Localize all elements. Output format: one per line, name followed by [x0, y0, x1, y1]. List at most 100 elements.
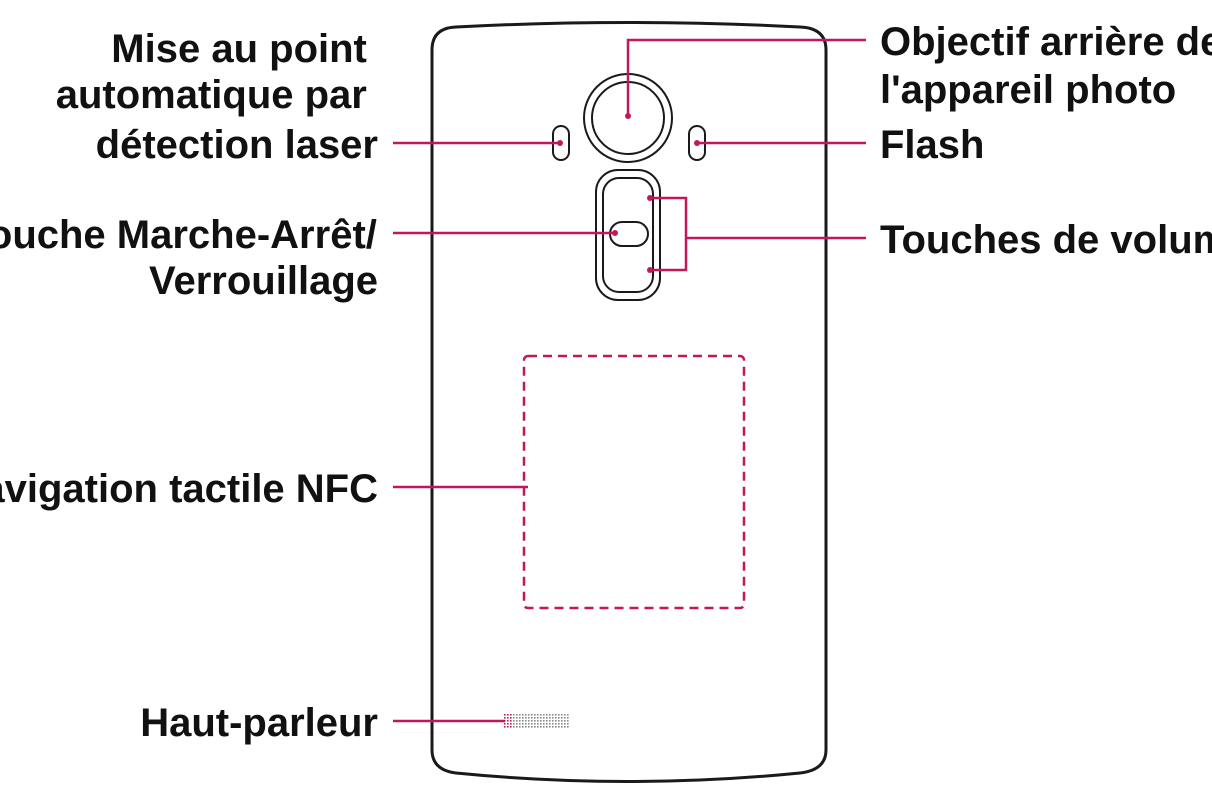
label-power-lock: Touche Marche-Arrêt/ Verrouillage — [0, 213, 388, 303]
speaker-hole — [528, 720, 530, 722]
speaker-hole — [555, 723, 557, 725]
speaker-hole — [507, 726, 509, 728]
speaker-hole — [504, 723, 506, 725]
speaker-hole — [507, 717, 509, 719]
label-laser-af: Mise au point automatique par détection … — [56, 27, 378, 167]
speaker-hole — [558, 714, 560, 716]
speaker-hole — [510, 717, 512, 719]
label-flash: Flash — [880, 123, 984, 167]
speaker-hole — [546, 723, 548, 725]
speaker-grille — [504, 714, 569, 728]
speaker-hole — [534, 717, 536, 719]
speaker-hole — [561, 717, 563, 719]
speaker-hole — [519, 726, 521, 728]
speaker-hole — [513, 714, 515, 716]
speaker-hole — [531, 726, 533, 728]
label-volume: Touches de volume — [880, 218, 1212, 262]
speaker-hole — [534, 726, 536, 728]
speaker-hole — [549, 720, 551, 722]
speaker-hole — [519, 717, 521, 719]
speaker-hole — [549, 726, 551, 728]
speaker-hole — [555, 720, 557, 722]
speaker-hole — [537, 714, 539, 716]
speaker-hole — [546, 720, 548, 722]
speaker-hole — [513, 720, 515, 722]
speaker-hole — [567, 723, 569, 725]
speaker-hole — [534, 720, 536, 722]
speaker-hole — [522, 714, 524, 716]
speaker-hole — [564, 717, 566, 719]
speaker-hole — [552, 723, 554, 725]
speaker-hole — [561, 714, 563, 716]
speaker-hole — [528, 714, 530, 716]
speaker-hole — [561, 720, 563, 722]
speaker-hole — [552, 714, 554, 716]
speaker-hole — [537, 723, 539, 725]
leader-flash-dot — [694, 140, 700, 146]
speaker-hole — [543, 717, 545, 719]
speaker-hole — [540, 717, 542, 719]
speaker-hole — [528, 723, 530, 725]
speaker-hole — [510, 714, 512, 716]
speaker-hole — [513, 717, 515, 719]
speaker-hole — [558, 723, 560, 725]
nfc-area — [522, 354, 746, 610]
speaker-hole — [513, 723, 515, 725]
speaker-hole — [552, 717, 554, 719]
label-rear-camera: Objectif arrière de l'appareil photo — [880, 20, 1212, 112]
speaker-hole — [528, 717, 530, 719]
leader-volume-up-dot — [647, 195, 653, 201]
speaker-hole — [504, 714, 506, 716]
speaker-hole — [531, 714, 533, 716]
speaker-hole — [567, 714, 569, 716]
speaker-hole — [525, 726, 527, 728]
speaker-hole — [516, 723, 518, 725]
speaker-hole — [564, 720, 566, 722]
speaker-hole — [507, 720, 509, 722]
speaker-hole — [519, 714, 521, 716]
speaker-hole — [504, 717, 506, 719]
speaker-hole — [525, 714, 527, 716]
phone-body — [430, 21, 828, 783]
speaker-hole — [549, 723, 551, 725]
speaker-hole — [531, 723, 533, 725]
speaker-hole — [534, 723, 536, 725]
leader-power-lock-dot — [612, 230, 618, 236]
speaker-hole — [525, 723, 527, 725]
speaker-hole — [537, 717, 539, 719]
speaker-hole — [525, 717, 527, 719]
speaker-hole — [567, 720, 569, 722]
speaker-hole — [516, 726, 518, 728]
label-speaker: Haut-parleur — [140, 701, 378, 745]
speaker-hole — [564, 714, 566, 716]
speaker-hole — [564, 726, 566, 728]
speaker-hole — [516, 720, 518, 722]
speaker-hole — [558, 720, 560, 722]
speaker-hole — [534, 714, 536, 716]
speaker-hole — [546, 726, 548, 728]
speaker-hole — [564, 723, 566, 725]
speaker-hole — [540, 720, 542, 722]
speaker-hole — [522, 726, 524, 728]
speaker-hole — [552, 720, 554, 722]
speaker-hole — [510, 720, 512, 722]
label-nfc: Navigation tactile NFC — [0, 467, 378, 511]
speaker-hole — [561, 726, 563, 728]
speaker-hole — [558, 717, 560, 719]
leader-laser-af-dot — [557, 140, 563, 146]
leader-volume-bracket — [650, 196, 688, 272]
speaker-hole — [519, 723, 521, 725]
speaker-hole — [558, 726, 560, 728]
speaker-hole — [549, 714, 551, 716]
speaker-hole — [528, 726, 530, 728]
speaker-hole — [522, 720, 524, 722]
speaker-hole — [507, 723, 509, 725]
speaker-hole — [546, 714, 548, 716]
leader-volume-down-dot — [647, 267, 653, 273]
speaker-hole — [540, 714, 542, 716]
leader-rear-camera — [626, 38, 866, 116]
speaker-hole — [522, 717, 524, 719]
speaker-hole — [543, 726, 545, 728]
leader-lines — [393, 38, 866, 723]
